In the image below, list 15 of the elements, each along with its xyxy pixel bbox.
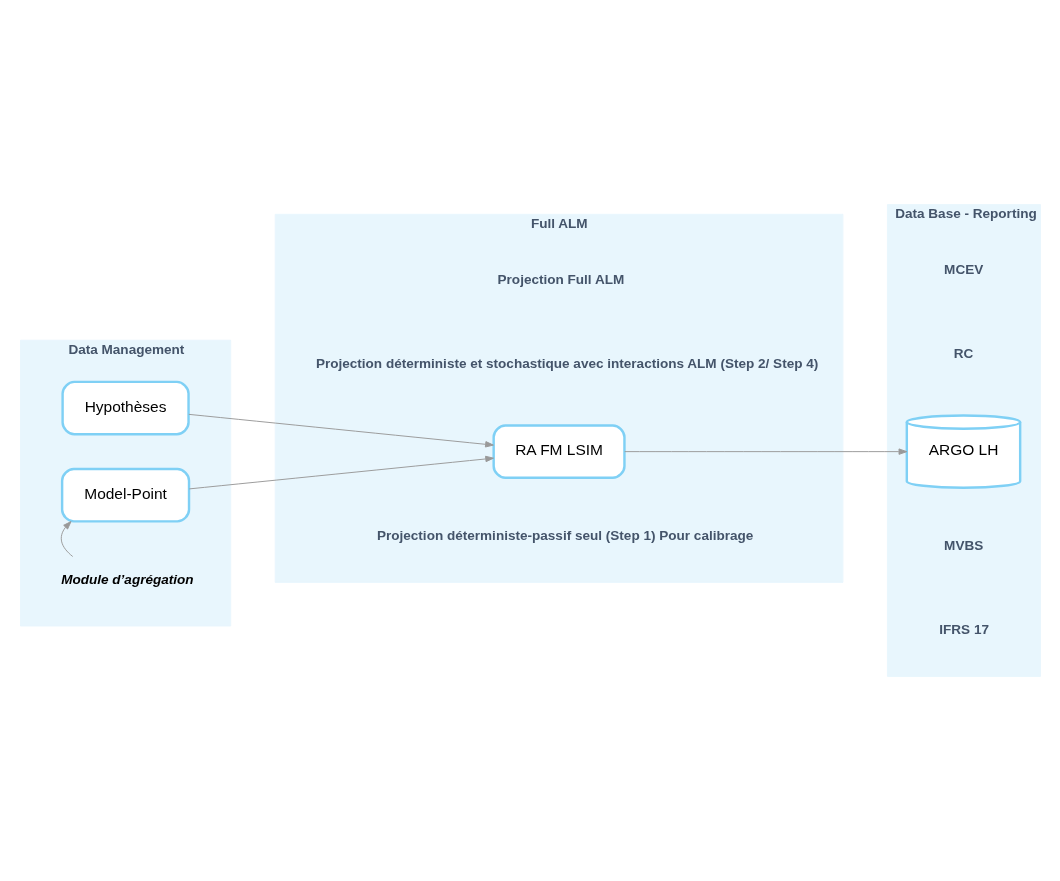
node-box: Model-Point [60, 467, 191, 523]
label: Projection déterministe-passif seul (Step 1) Pour calibrage [376, 528, 754, 544]
label: MVBS [944, 538, 984, 554]
node-box: RA FM LSIM [492, 424, 626, 479]
arrow [188, 455, 494, 490]
label: Projection Full ALM [497, 271, 625, 287]
label: IFRS 17 [939, 622, 989, 638]
node-text: Module d’agrégation [61, 572, 194, 588]
arrow [624, 448, 908, 455]
arrow [188, 413, 494, 448]
label: Projection déterministe et stochastique avec interactions ALM (Step 2/ Step 4) [315, 356, 819, 372]
label: RC [953, 346, 974, 362]
label: MCEV [944, 262, 984, 278]
arrow [60, 521, 74, 557]
node-box: Hypothèses [61, 380, 190, 436]
